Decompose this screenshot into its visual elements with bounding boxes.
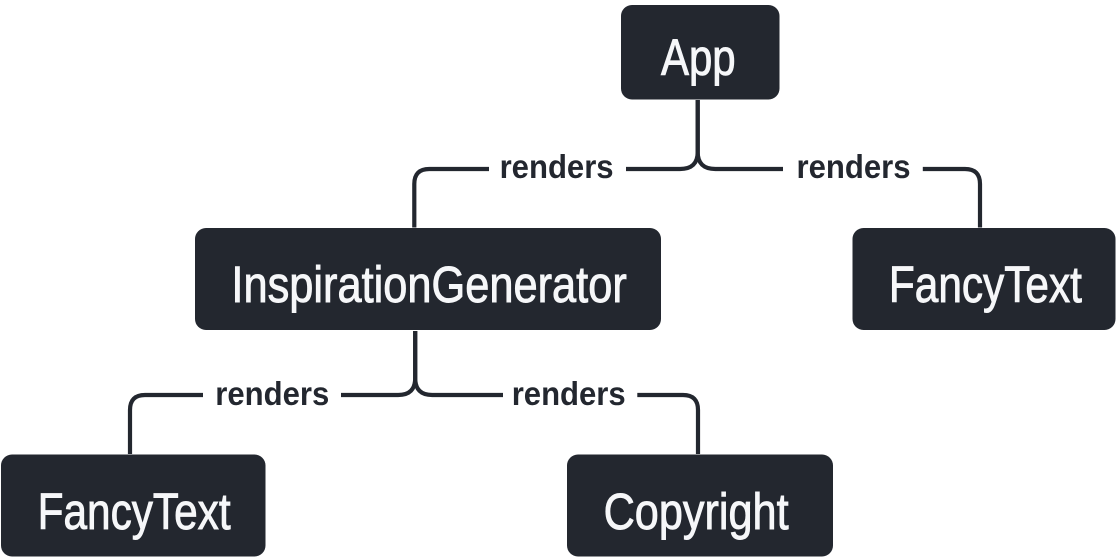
svg-text:renders: renders xyxy=(797,148,911,185)
svg-text:App: App xyxy=(661,29,736,86)
svg-text:renders: renders xyxy=(500,148,614,185)
svg-text:InspirationGenerator: InspirationGenerator xyxy=(231,256,626,313)
svg-text:renders: renders xyxy=(215,375,329,412)
svg-text:FancyText: FancyText xyxy=(38,483,231,540)
svg-text:Copyright: Copyright xyxy=(604,483,789,540)
svg-text:FancyText: FancyText xyxy=(889,256,1082,313)
svg-text:renders: renders xyxy=(512,375,626,412)
